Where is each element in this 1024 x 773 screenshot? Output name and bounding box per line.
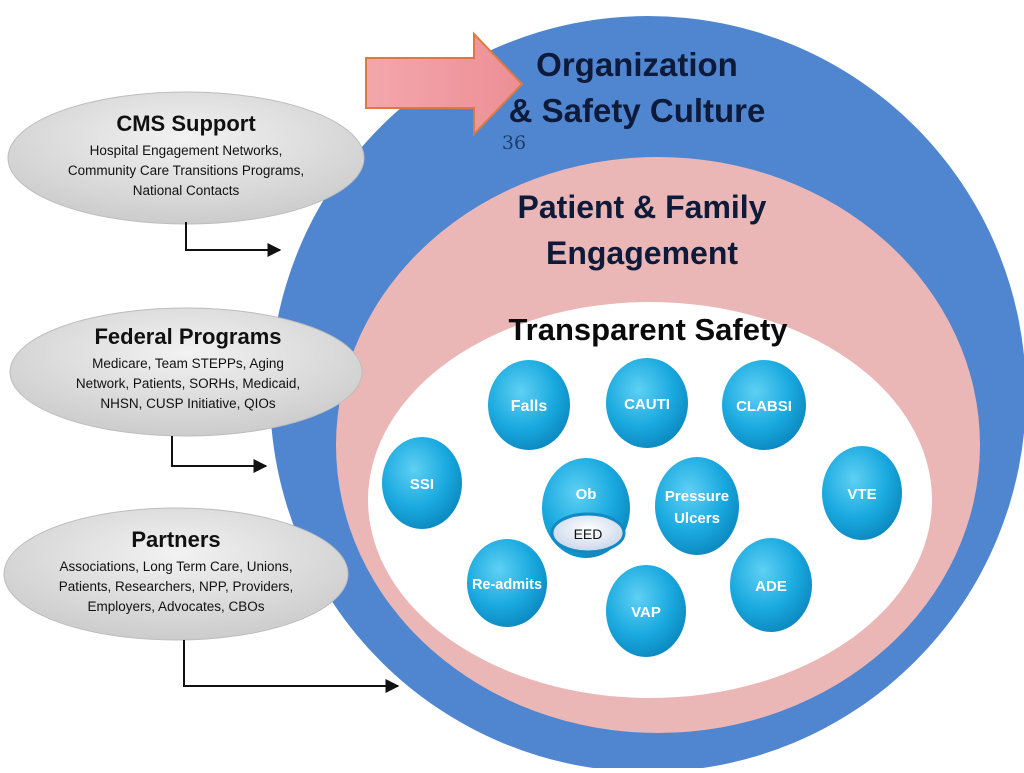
input-cms-support: CMS Support Hospital Engagement Networks… (7, 91, 365, 225)
vap-label: VAP (631, 604, 661, 621)
ob-label: Ob (576, 486, 597, 503)
clabsi-label: CLABSI (736, 398, 792, 415)
bubble-clabsi: CLABSI (722, 360, 806, 450)
bubble-vap: VAP (606, 565, 686, 657)
eed-badge (550, 512, 626, 554)
cms-support-line-3: National Contacts (133, 183, 240, 198)
partners-line-3: Employers, Advocates, CBOs (87, 599, 264, 614)
ade-label: ADE (755, 578, 787, 595)
ssi-bubble-shape (382, 437, 462, 529)
cms-support-title: CMS Support (116, 111, 256, 136)
cauti-label: CAUTI (624, 396, 670, 413)
falls-label: Falls (511, 398, 548, 415)
cauti-bubble-shape (606, 358, 688, 448)
federal-programs-title: Federal Programs (94, 324, 281, 349)
federal-programs-line-2: Network, Patients, SORHs, Medicaid, (76, 376, 300, 391)
pressure-ulcers-bubble-shape (655, 457, 739, 555)
re-admits-label: Re-admits (472, 577, 542, 593)
bubble-ssi: SSI (382, 437, 462, 529)
pressure-ulcers-label-line-1: Pressure (665, 488, 729, 505)
partners-title: Partners (131, 527, 220, 552)
bubble-cauti: CAUTI (606, 358, 688, 448)
inner-ring-title: Transparent Safety (508, 312, 788, 347)
culture-arrow (365, 31, 524, 137)
middle-ring-title-line-2: Engagement (546, 235, 738, 271)
re-admits-bubble-shape (467, 539, 547, 627)
ssi-label: SSI (410, 476, 434, 493)
cms-support-line-2: Community Care Transitions Programs, (68, 163, 304, 178)
partners-connector (183, 640, 400, 693)
federal-programs-line-3: NHSN, CUSP Initiative, QIOs (100, 396, 276, 411)
middle-ring-title-line-1: Patient & Family (518, 189, 767, 225)
partners-oval (3, 507, 349, 641)
bubble-vte: VTE (822, 446, 902, 540)
bubble-ade: ADE (730, 538, 812, 632)
bubble-pressure-ulcers: Pressure Ulcers (655, 457, 739, 555)
vte-bubble-shape (822, 446, 902, 540)
bubble-re-admits: Re-admits (467, 539, 547, 627)
vap-bubble-shape (606, 565, 686, 657)
eed-label: EED (574, 526, 603, 542)
outer-ring-title-line-2: & Safety Culture (509, 92, 766, 129)
partners-line-2: Patients, Researchers, NPP, Providers, (59, 579, 294, 594)
clabsi-bubble-shape (722, 360, 806, 450)
federal-programs-line-1: Medicare, Team STEPPs, Aging (92, 356, 284, 371)
bubble-ob: Ob EED (542, 458, 630, 558)
cms-support-connector (185, 222, 282, 257)
slide-number: 36 (502, 132, 526, 154)
partners-line-1: Associations, Long Term Care, Unions, (59, 559, 292, 574)
vte-label: VTE (847, 486, 876, 503)
outer-ring-title-line-1: Organization (536, 46, 738, 83)
federal-programs-connector (171, 436, 268, 473)
pressure-ulcers-label-line-2: Ulcers (674, 510, 720, 527)
federal-programs-oval (9, 307, 363, 437)
ade-bubble-shape (730, 538, 812, 632)
input-federal-programs: Federal Programs Medicare, Team STEPPs, … (9, 307, 363, 437)
falls-bubble-shape (488, 360, 570, 450)
bubble-falls: Falls (488, 360, 570, 450)
cms-support-line-1: Hospital Engagement Networks, (90, 143, 283, 158)
input-partners: Partners Associations, Long Term Care, U… (3, 507, 349, 641)
